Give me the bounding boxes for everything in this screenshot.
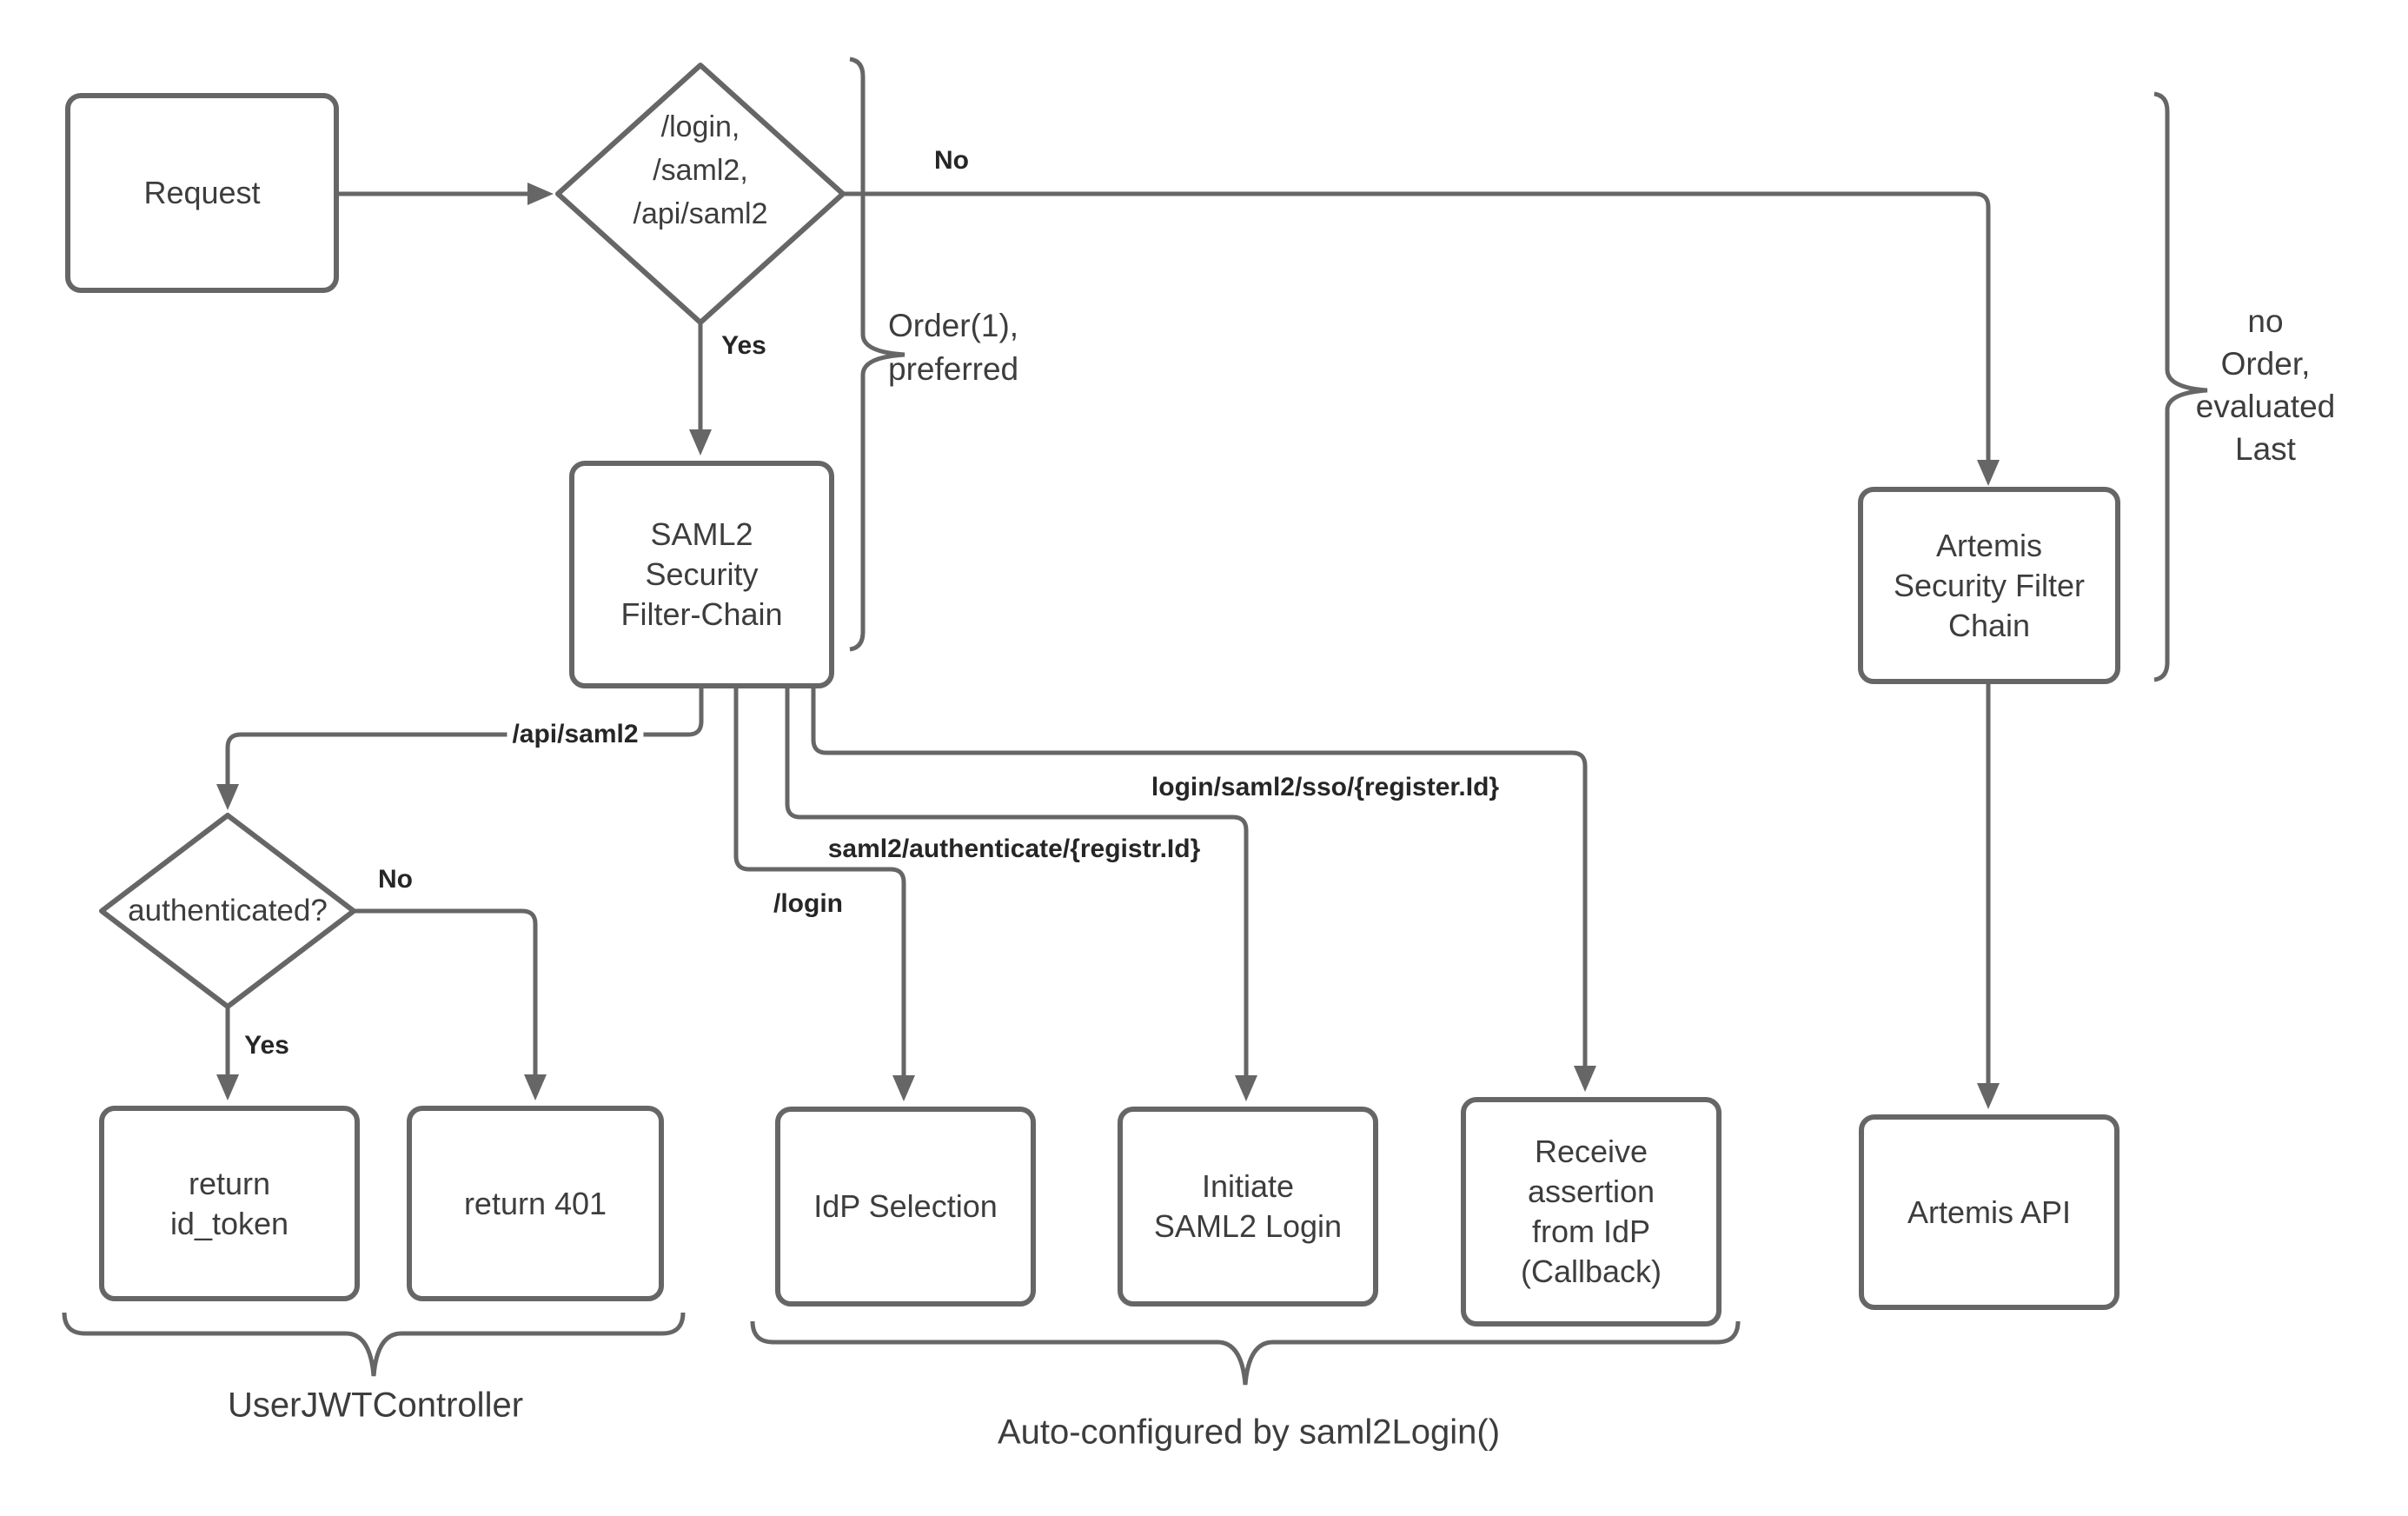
node-line: id_token [169,1205,289,1241]
node-line: return [188,1165,271,1201]
node-idp-selection-label: IdP Selection [813,1188,998,1224]
edge-label-yes-auth: Yes [239,1030,295,1061]
edge-label-api-saml2: /api/saml2 [507,719,644,750]
node-idp-selection: IdP Selection [775,1107,1036,1307]
node-line: SAML2 Login [1153,1208,1343,1244]
edge-authenticated-no [354,908,547,1100]
node-request-label: Request [143,175,261,210]
edge-login-to-idp-selection [733,688,915,1101]
edge-api-saml2-to-authenticated [216,688,704,810]
diamond-line: /api/saml2 [633,197,768,230]
edge-label-saml2-authenticate: saml2/authenticate/{registr.Id} [822,834,1206,865]
edge-sso-to-receive-assertion [811,688,1596,1092]
annotation-line: Last [2235,431,2296,467]
brace-no-order [2153,91,2208,682]
node-line: Artemis [1935,527,2042,563]
node-request: Request [65,93,339,293]
annotation-order-preferred: Order(1), preferred [888,304,1018,391]
annotation-line: Order(1), [888,308,1019,343]
annotation-userjwt-controller: UserJWTController [227,1386,524,1425]
route-decision-text: /login, /saml2, /api/saml2 [553,105,848,236]
node-line: SAML2 [650,516,753,552]
node-saml2-filter-chain: SAML2 Security Filter-Chain [569,461,834,688]
node-line: assertion [1527,1174,1655,1209]
edge-label-no-auth: No [373,864,418,895]
brace-auto-configured [750,1320,1741,1386]
node-return-id-token: return id_token [99,1106,360,1301]
diamond-line: /saml2, [653,154,748,187]
edge-label-login-saml2-sso: login/saml2/sso/{register.Id} [1145,772,1505,803]
node-line: Initiate [1201,1168,1295,1204]
node-return-401: return 401 [407,1106,664,1301]
brace-order-preferred [849,57,905,652]
node-artemis-api-label: Artemis API [1907,1194,2072,1230]
brace-userjwt-controller [62,1312,686,1377]
edge-route-no-to-artemis-chain [843,191,2000,486]
annotation-line: preferred [888,351,1019,387]
node-artemis-filter-chain: Artemis Security Filter Chain [1858,487,2120,684]
node-artemis-api: Artemis API [1859,1114,2119,1310]
edge-label-login: /login [768,888,848,920]
annotation-line: Order, [2220,346,2311,382]
node-initiate-saml2-login: Initiate SAML2 Login [1118,1107,1378,1307]
node-receive-assertion: Receive assertion from IdP (Callback) [1461,1097,1721,1326]
edge-saml2-authenticate-to-initiate [785,688,1257,1101]
authenticated-decision-text: authenticated? [80,892,375,930]
node-line: (Callback) [1520,1253,1662,1289]
edge-label-yes-top: Yes [716,330,772,362]
node-line: Security Filter [1893,567,2086,603]
annotation-line: evaluated [2195,389,2336,424]
node-return-401-label: return 401 [463,1185,607,1221]
node-line: Chain [1947,607,2031,643]
node-line: from IdP [1531,1213,1651,1249]
annotation-line: no [2247,303,2284,339]
node-line: Security [645,556,759,592]
node-line: Filter-Chain [620,596,783,632]
annotation-auto-configured: Auto-configured by saml2Login() [997,1413,1501,1452]
node-line: Receive [1534,1134,1648,1169]
diamond-line: authenticated? [128,894,328,928]
diamond-line: /login, [660,110,740,143]
annotation-no-order: no Order, evaluated Last [2179,300,2352,470]
edge-label-no-top: No [929,145,974,176]
